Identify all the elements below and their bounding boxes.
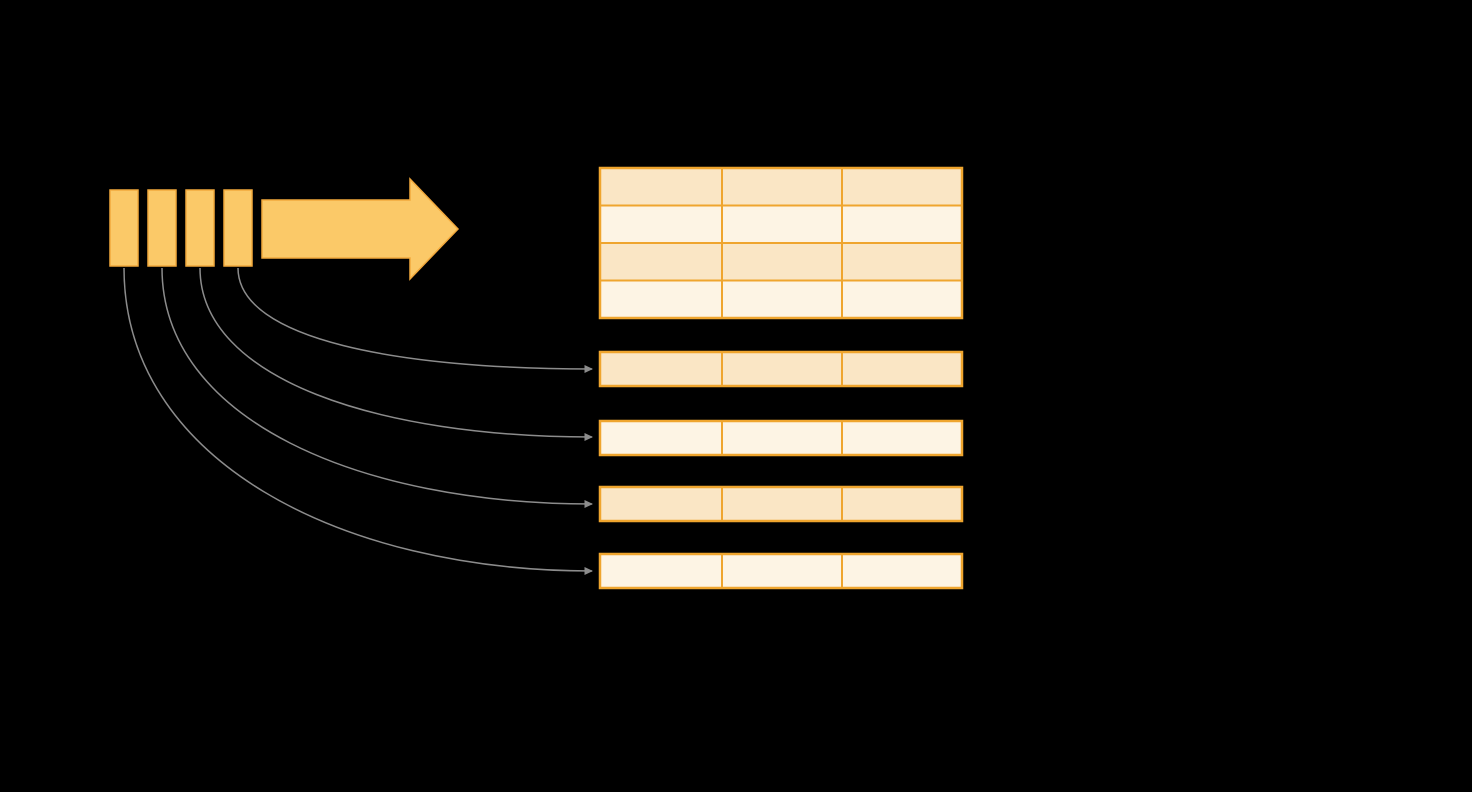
row-table-3: [598, 485, 964, 523]
connector-bar3-to-row2: [199, 267, 593, 441]
table-border: [598, 166, 964, 320]
table-row: [600, 352, 962, 386]
batch-bar-1: [109, 189, 139, 267]
table-border: [598, 350, 964, 388]
batch-bar-4: [223, 189, 253, 267]
connectors: [123, 267, 593, 575]
table-row: [600, 487, 962, 521]
batch-bar-2: [147, 189, 177, 267]
connector-bar2-to-row3: [161, 267, 593, 508]
row-table-1: [598, 350, 964, 388]
table-border: [598, 552, 964, 590]
row-table-2: [598, 419, 964, 457]
table-row: [600, 243, 962, 281]
flow-arrow-icon: [261, 177, 460, 281]
batch-bar-3: [185, 189, 215, 267]
table-row: [600, 554, 962, 588]
connector-bar4-to-row1: [237, 267, 593, 373]
row-table-4: [598, 552, 964, 590]
result-table: [598, 166, 964, 320]
table-row: [600, 421, 962, 455]
table-row: [600, 168, 962, 206]
table-border: [598, 419, 964, 457]
batch-bars: [109, 189, 253, 267]
table-row: [600, 205, 962, 243]
table-row: [600, 280, 962, 318]
connector-bar1-to-row4: [123, 267, 593, 575]
table-border: [598, 485, 964, 523]
